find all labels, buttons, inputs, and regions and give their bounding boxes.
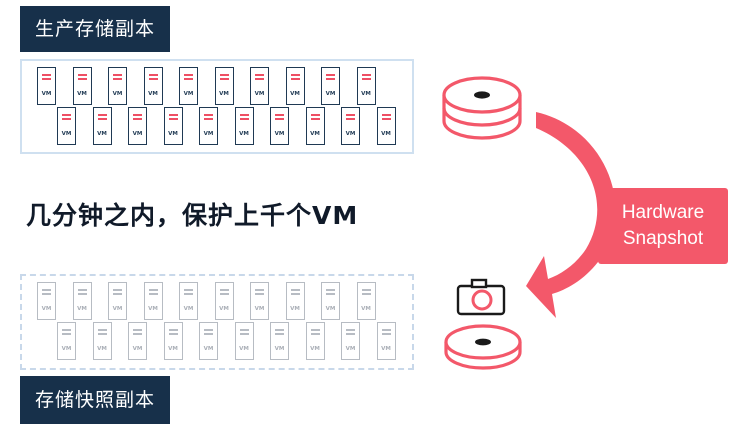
vm-icon: VM [57, 322, 76, 360]
vm-icon: VM [356, 67, 376, 105]
vm-label: VM [290, 306, 300, 312]
vm-icon: VM [128, 322, 147, 360]
vm-icon: VM [108, 67, 127, 105]
badge-line-1: Hardware [621, 202, 705, 224]
vm-label: VM [97, 346, 107, 352]
vm-icon: VM [72, 67, 92, 105]
vm-label: VM [325, 91, 336, 97]
vm-icon: VM [92, 107, 112, 145]
vm-icon: VM [108, 282, 127, 320]
vm-label: VM [148, 91, 158, 97]
snapshot-disk-icon [444, 324, 522, 370]
vm-icon: VM [199, 322, 218, 360]
vm-icon: VM [143, 67, 163, 105]
vm-icon: VM [250, 67, 269, 105]
vm-label: VM [239, 131, 249, 137]
vm-label: VM [219, 91, 229, 97]
vm-label: VM [183, 306, 194, 312]
vm-icon: VM [199, 107, 218, 145]
vm-icon: VM [92, 322, 112, 360]
headline: 几分钟之内，保护上千个VM [26, 201, 359, 230]
vm-label: VM [203, 131, 214, 137]
disk-icon [442, 76, 522, 140]
vm-icon: VM [37, 282, 56, 320]
vm-icon: VM [234, 322, 254, 360]
vm-icon: VM [128, 107, 147, 145]
vm-label: VM [61, 346, 72, 352]
snapshot-copy-label: 存储快照副本 [20, 376, 170, 424]
vm-icon: VM [179, 282, 198, 320]
vm-label: VM [168, 131, 178, 137]
vm-icon: VM [270, 107, 289, 145]
vm-icon: VM [214, 67, 234, 105]
camera-icon [456, 278, 506, 316]
vm-label: VM [219, 306, 229, 312]
vm-label: VM [148, 306, 158, 312]
vm-icon: VM [376, 107, 396, 145]
vm-label: VM [168, 346, 178, 352]
vm-icon: VM [214, 282, 234, 320]
vm-icon: VM [356, 282, 376, 320]
vm-label: VM [274, 131, 285, 137]
vm-label: VM [345, 131, 356, 137]
vm-icon: VM [321, 282, 340, 320]
vm-label: VM [112, 91, 123, 97]
vm-label: VM [203, 346, 214, 352]
vm-label: VM [325, 306, 336, 312]
vm-label: VM [61, 131, 72, 137]
vm-label: VM [345, 346, 356, 352]
vm-label: VM [361, 306, 371, 312]
production-copy-label: 生产存储副本 [20, 6, 170, 52]
vm-icon: VM [163, 107, 183, 145]
hardware-snapshot-badge: Hardware Snapshot [598, 188, 728, 264]
snapshot-vm-panel: VM VM VM VM VM VM VM VM VM VM VM VM VM VM VM VM VM VM VM VM [20, 274, 414, 370]
vm-label: VM [274, 346, 285, 352]
vm-label: VM [254, 306, 265, 312]
vm-icon: VM [143, 282, 163, 320]
vm-icon: VM [270, 322, 289, 360]
vm-label: VM [97, 131, 107, 137]
vm-label: VM [310, 346, 320, 352]
vm-label: VM [290, 91, 300, 97]
vm-label: VM [361, 91, 371, 97]
vm-label: VM [41, 91, 52, 97]
vm-icon: VM [234, 107, 254, 145]
vm-icon: VM [341, 322, 360, 360]
vm-label: VM [310, 131, 320, 137]
vm-label: VM [132, 131, 143, 137]
vm-icon: VM [305, 322, 325, 360]
badge-line-2: Snapshot [622, 228, 704, 249]
curved-arrow-icon [526, 112, 616, 318]
vm-icon: VM [72, 282, 92, 320]
vm-icon: VM [376, 322, 396, 360]
vm-icon: VM [341, 107, 360, 145]
vm-icon: VM [37, 67, 56, 105]
vm-label: VM [77, 306, 87, 312]
vm-label: VM [381, 131, 391, 137]
vm-label: VM [41, 306, 52, 312]
vm-label: VM [112, 306, 123, 312]
vm-icon: VM [163, 322, 183, 360]
vm-icon: VM [285, 282, 305, 320]
vm-icon: VM [57, 107, 76, 145]
vm-label: VM [254, 91, 265, 97]
vm-icon: VM [305, 107, 325, 145]
vm-label: VM [239, 346, 249, 352]
vm-label: VM [132, 346, 143, 352]
vm-icon: VM [285, 67, 305, 105]
vm-label: VM [381, 346, 391, 352]
production-vm-panel: VM VM VM VM VM VM VM VM VM VM VM VM VM VM VM VM VM VM VM VM [20, 59, 414, 154]
vm-icon: VM [179, 67, 198, 105]
vm-icon: VM [321, 67, 340, 105]
vm-icon: VM [250, 282, 269, 320]
vm-label: VM [77, 91, 87, 97]
vm-label: VM [183, 91, 194, 97]
